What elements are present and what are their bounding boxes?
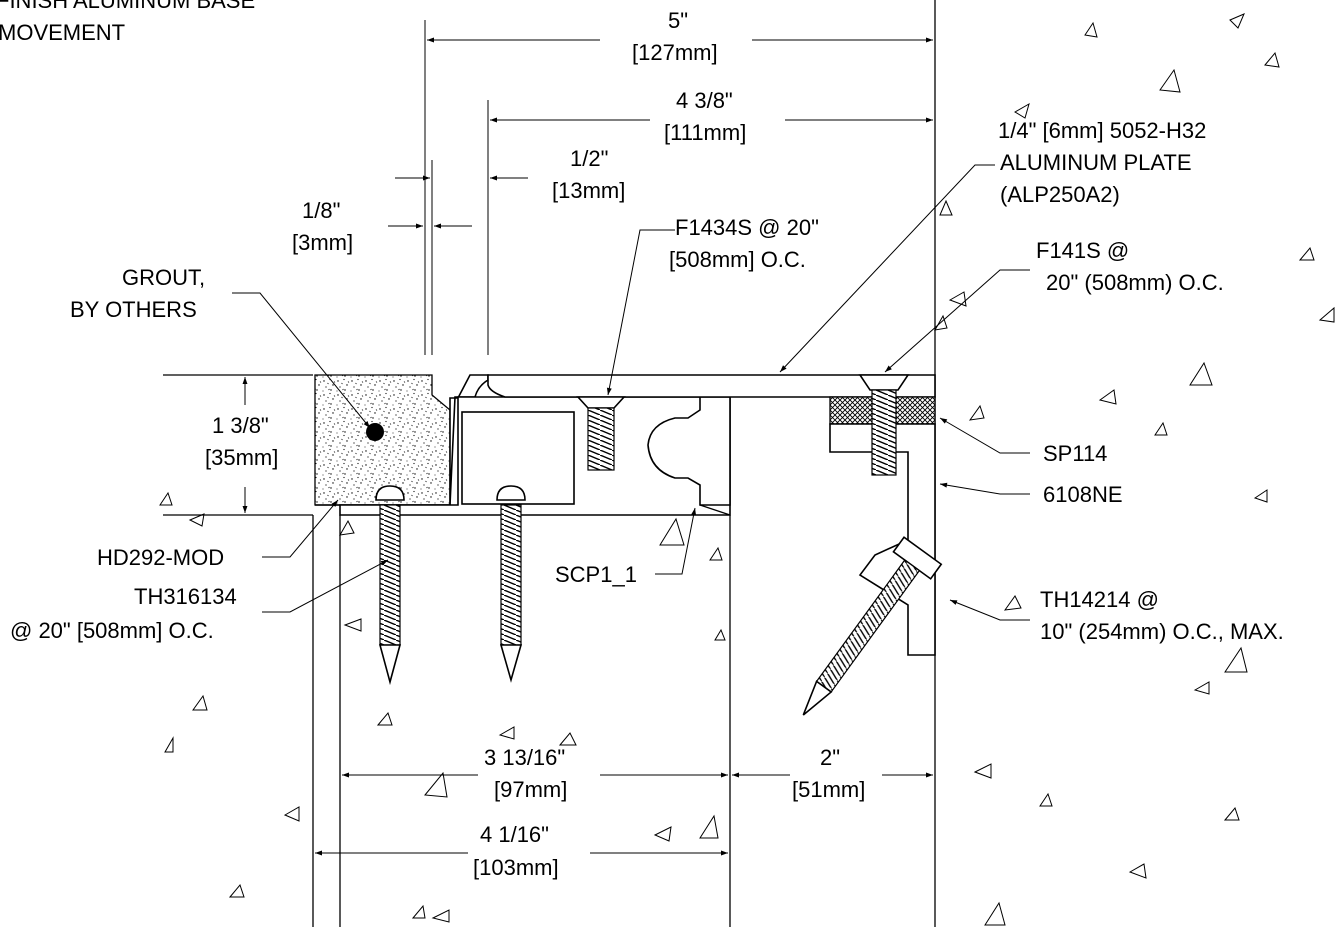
th316134-label-line-1: TH316134 <box>134 584 237 609</box>
dim-1-2-label: 1/2" <box>570 146 608 171</box>
grout-label-line-1: GROUT, <box>122 265 205 290</box>
dim-4-3-8-label: 4 3/8" <box>676 88 733 113</box>
top-note-line-1: FINISH ALUMINUM BASE <box>0 0 255 13</box>
th14214-screw <box>802 536 943 716</box>
plate-label-line-3: (ALP250A2) <box>1000 182 1120 207</box>
grout-block <box>314 374 451 506</box>
n6108ne-label: 6108NE <box>1043 482 1123 507</box>
top-note-line-2: MOVEMENT <box>0 20 125 45</box>
th14214-label-line-1: TH14214 @ <box>1040 587 1159 612</box>
th316134-label-line-2: @ 20" [508mm] O.C. <box>10 618 214 643</box>
dim-1-8-label: 1/8" <box>302 198 340 223</box>
dim-1-3-8-label: 1 3/8" <box>212 413 269 438</box>
concrete-aggregate-marks <box>159 13 1335 926</box>
dim-3-13-16-label: 3 13/16" <box>484 745 565 770</box>
dim-2-label: 2" <box>820 745 840 770</box>
dim-4-3-8-mm-label: [111mm] <box>664 120 746 145</box>
grout-label-line-2: BY OTHERS <box>70 297 197 322</box>
dim-3-13-16-mm-label: [97mm] <box>494 777 567 802</box>
f1434s-label-line-1: F1434S @ 20" <box>675 215 819 240</box>
f141s-label-line-2: 20" (508mm) O.C. <box>1046 270 1224 295</box>
f141s-screw <box>858 374 910 476</box>
sp114-label: SP114 <box>1043 441 1107 466</box>
f141s-label-line-1: F141S @ <box>1036 238 1129 263</box>
dim-4-1-16-label: 4 1/16" <box>480 822 549 847</box>
hd292-base-frame <box>315 374 731 516</box>
dim-5-mm-label: [127mm] <box>632 40 718 65</box>
leader-lines <box>232 164 1030 621</box>
hd292-label: HD292-MOD <box>97 545 224 570</box>
annotation-labels: FINISH ALUMINUM BASE MOVEMENT 5" [127mm]… <box>0 0 1284 880</box>
f1434s-label-line-2: [508mm] O.C. <box>669 247 806 272</box>
dim-1-3-8-mm-label: [35mm] <box>205 445 278 470</box>
aluminum-cover-plate <box>487 374 936 398</box>
dim-1-8-mm-label: [3mm] <box>292 230 353 255</box>
dim-2-mm-label: [51mm] <box>792 777 865 802</box>
plate-label-line-2: ALUMINUM PLATE <box>1000 150 1192 175</box>
plate-label-line-1: 1/4" [6mm] 5052-H32 <box>998 118 1206 143</box>
th316134-screw-right <box>496 485 526 683</box>
dim-5-label: 5" <box>668 8 688 33</box>
f1434s-screw <box>576 396 626 471</box>
dimension-lines <box>225 20 933 856</box>
dim-1-2-mm-label: [13mm] <box>552 178 625 203</box>
th14214-label-line-2: 10" (254mm) O.C., MAX. <box>1040 619 1284 644</box>
th316134-screw-left <box>375 485 405 686</box>
scp1-label: SCP1_1 <box>555 562 637 587</box>
dim-4-1-16-mm-label: [103mm] <box>473 855 559 880</box>
